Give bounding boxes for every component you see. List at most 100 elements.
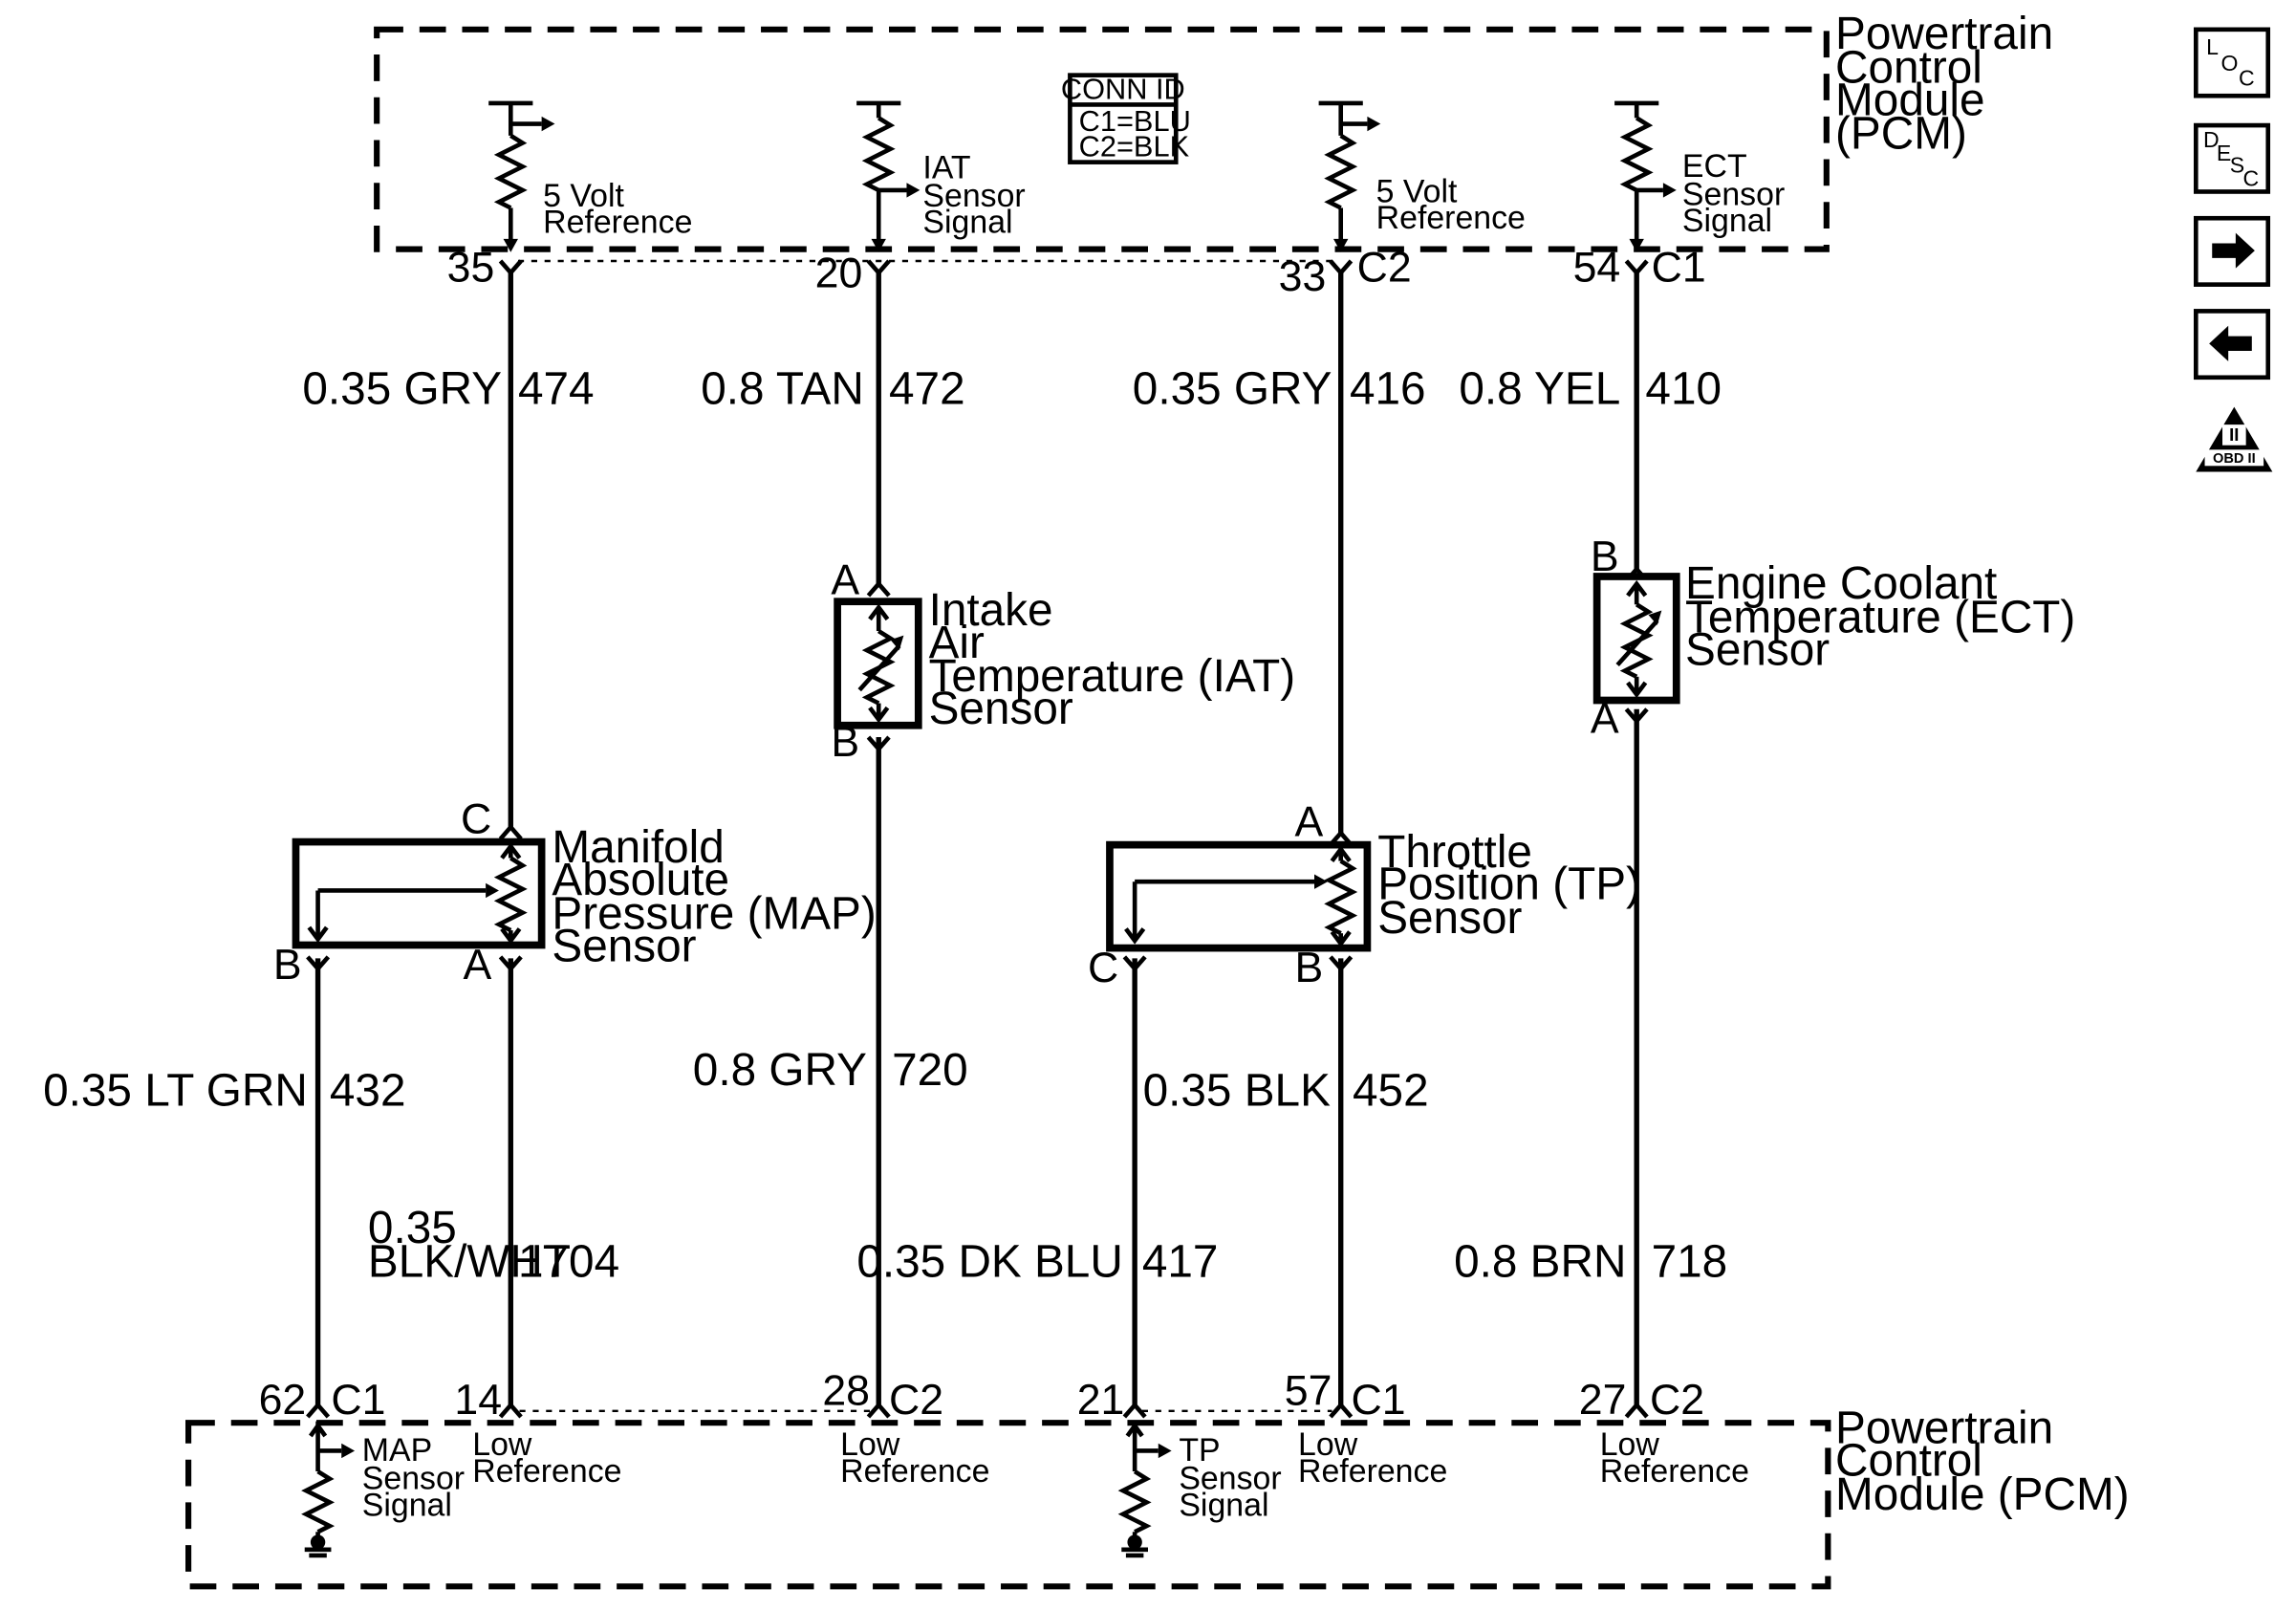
svg-text:E: E <box>2217 141 2231 165</box>
svg-text:0.8 GRY: 0.8 GRY <box>693 1045 867 1096</box>
svg-text:21: 21 <box>1077 1377 1125 1424</box>
svg-text:14: 14 <box>454 1377 502 1424</box>
pcm-iat-signal-resistor: IAT Sensor Signal <box>856 100 1026 252</box>
pcm-bottom-box <box>185 1420 1831 1590</box>
svg-text:C1: C1 <box>1351 1377 1405 1424</box>
svg-text:C2: C2 <box>1650 1377 1704 1424</box>
pcm-5v-reference-resistor-2: 5 Volt Reference <box>1318 100 1526 252</box>
svg-text:0.35 DK BLU: 0.35 DK BLU <box>856 1236 1122 1287</box>
svg-text:0.8 BRN: 0.8 BRN <box>1454 1236 1626 1287</box>
svg-text:474: 474 <box>518 364 595 415</box>
svg-text:C: C <box>1088 945 1118 991</box>
svg-text:OBD II: OBD II <box>2213 451 2256 467</box>
svg-text:Sensor: Sensor <box>1682 176 1785 212</box>
svg-text:Signal: Signal <box>922 205 1012 241</box>
wire-label-452: 0.35 BLK 452 <box>1143 1066 1429 1117</box>
wire-label-718: 0.8 BRN 718 <box>1454 1236 1727 1287</box>
svg-text:720: 720 <box>892 1045 968 1096</box>
svg-text:0.8 YEL: 0.8 YEL <box>1459 364 1620 415</box>
svg-text:Reference: Reference <box>840 1453 989 1490</box>
svg-text:Temperature (IAT): Temperature (IAT) <box>929 651 1296 702</box>
svg-text:35: 35 <box>447 245 495 292</box>
svg-text:D: D <box>2203 127 2220 152</box>
svg-text:C2: C2 <box>889 1377 943 1424</box>
svg-text:Pressure (MAP): Pressure (MAP) <box>552 889 876 940</box>
svg-text:II: II <box>2229 424 2239 445</box>
desc-icon[interactable]: D E S C <box>2193 122 2271 194</box>
svg-text:B: B <box>831 719 859 766</box>
pcm-top-box <box>374 26 1830 252</box>
svg-text:Reference: Reference <box>543 205 692 241</box>
svg-text:Low: Low <box>472 1426 532 1463</box>
map-sensor: C B A Manifold Absolute Pressure (MAP) S… <box>273 795 877 989</box>
pcm-low-reference-27: Low Reference <box>1600 1426 1749 1490</box>
bottom-pin-14: 14 <box>454 1377 523 1424</box>
svg-text:C: C <box>2239 65 2255 90</box>
pcm-low-reference-28: Low Reference <box>840 1426 989 1490</box>
svg-text:Sensor: Sensor <box>1685 624 1830 675</box>
svg-text:Sensor: Sensor <box>1377 893 1522 944</box>
bottom-pin-62-c1: 62 C1 <box>259 1377 386 1424</box>
svg-text:Engine Coolant: Engine Coolant <box>1685 558 1997 609</box>
svg-text:B: B <box>1591 533 1619 580</box>
svg-text:28: 28 <box>822 1368 870 1415</box>
svg-text:1704: 1704 <box>518 1236 619 1287</box>
bottom-pin-28-c2: 28 C2 <box>822 1368 943 1424</box>
svg-text:Signal: Signal <box>1179 1487 1268 1523</box>
svg-text:0.35 BLK: 0.35 BLK <box>1143 1066 1331 1117</box>
top-pin-54-c1: 54 C1 <box>1573 245 1706 292</box>
svg-text:A: A <box>831 556 859 603</box>
svg-text:432: 432 <box>330 1066 406 1117</box>
svg-text:Low: Low <box>1298 1426 1358 1463</box>
bottom-pin-21: 21 <box>1077 1377 1147 1424</box>
svg-text:54: 54 <box>1573 245 1621 292</box>
svg-text:Sensor: Sensor <box>1179 1461 1281 1497</box>
svg-text:57: 57 <box>1285 1368 1332 1415</box>
svg-text:410: 410 <box>1645 364 1722 415</box>
wire-label-1704: 0.35 BLK/WHT 1704 <box>368 1203 619 1288</box>
conn-id-c1: C1=BLU <box>1079 104 1191 138</box>
next-arrow-icon[interactable] <box>2193 215 2271 287</box>
top-pin-20: 20 <box>815 250 891 297</box>
svg-text:C: C <box>461 795 491 842</box>
svg-text:Manifold: Manifold <box>552 822 724 873</box>
wire-label-720: 0.8 GRY 720 <box>693 1045 968 1096</box>
svg-text:Signal: Signal <box>1682 203 1772 239</box>
svg-text:A: A <box>464 942 492 989</box>
loc-icon[interactable]: L O C <box>2193 27 2271 98</box>
pcm-bottom-title: Powertrain Control Module (PCM) <box>1835 1403 2130 1520</box>
previous-arrow-icon[interactable] <box>2193 309 2271 381</box>
svg-text:452: 452 <box>1353 1066 1429 1117</box>
svg-text:Reference: Reference <box>1376 200 1526 236</box>
bottom-pin-57-c1: 57 C1 <box>1285 1368 1406 1424</box>
svg-text:Low: Low <box>840 1426 900 1463</box>
svg-text:Reference: Reference <box>1600 1453 1749 1490</box>
svg-text:Intake: Intake <box>929 585 1053 636</box>
svg-text:A: A <box>1294 798 1323 845</box>
svg-text:Sensor: Sensor <box>362 1461 465 1497</box>
top-pin-33-c2: 33 C2 <box>1279 245 1412 300</box>
svg-text:Sensor: Sensor <box>552 921 696 971</box>
obd-ii-icon[interactable]: II OBD II <box>2196 406 2273 472</box>
svg-text:C2: C2 <box>1357 245 1412 292</box>
svg-text:Module: Module <box>1835 75 1985 125</box>
svg-text:5 Volt: 5 Volt <box>543 178 624 214</box>
pcm-ect-signal-resistor: ECT Sensor Signal <box>1614 100 1785 252</box>
svg-text:C1: C1 <box>331 1377 385 1424</box>
svg-text:C: C <box>2243 165 2260 190</box>
ect-sensor: B A Engine Coolant Temperature (ECT) Sen… <box>1591 533 2075 743</box>
svg-text:Air: Air <box>929 618 985 668</box>
svg-text:Reference: Reference <box>472 1453 621 1490</box>
svg-text:718: 718 <box>1652 1236 1728 1287</box>
svg-text:ECT: ECT <box>1682 148 1747 185</box>
wire-label-472: 0.8 TAN 472 <box>701 364 964 415</box>
svg-text:Control: Control <box>1835 1436 1982 1487</box>
svg-text:B: B <box>1294 945 1323 991</box>
svg-text:TP: TP <box>1179 1432 1220 1469</box>
wire-label-474: 0.35 GRY 474 <box>302 364 594 415</box>
conn-id-table: CONN ID C1=BLU C2=BLK <box>1061 72 1191 164</box>
pcm-map-signal-resistor: MAP Sensor Signal <box>301 1421 465 1558</box>
svg-text:416: 416 <box>1350 364 1426 415</box>
conn-id-c2: C2=BLK <box>1079 129 1190 163</box>
